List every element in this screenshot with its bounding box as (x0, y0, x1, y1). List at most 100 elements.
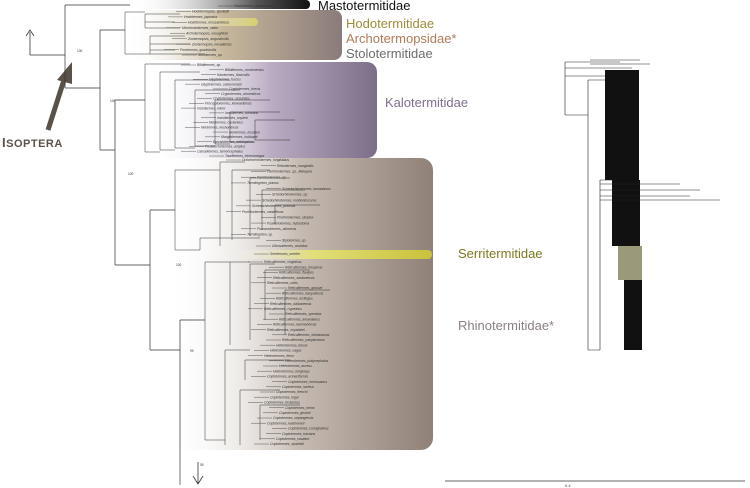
tip-label: Psammotermes_allocerus (257, 227, 296, 231)
tip-label: Reticulitermes_urbis (267, 281, 298, 285)
tip-label: Coptotermes_curvignathus (288, 427, 329, 431)
tip-label: Heterotermes_ferox (264, 354, 294, 358)
tip-label: Reticulitermes_kanmonensis (273, 323, 317, 327)
tip-label: Marginitermes_hubbardi (221, 135, 258, 139)
tip-label: Glossotermes_oculatus (272, 244, 308, 248)
tip-label: Coptotermes_vastator (276, 437, 310, 441)
tip-label: Serritermes_serrifer (270, 252, 301, 256)
tip-label: Glyptotermes_fuscus (209, 78, 241, 82)
tip-label: Hodotermes_japonica (184, 15, 217, 19)
tip-label: Microhodotermes_viator (182, 26, 219, 30)
family-mastotermitidae: Mastotermitidae (318, 0, 411, 13)
tip-label: Neotermes_koshunensis (201, 125, 239, 129)
tip-label: Procryptotermes_leewardensis (205, 102, 252, 106)
tip-label: Incisitermes_snyderi (217, 116, 248, 120)
tip-label: Heterotermes_tenuis (276, 343, 308, 347)
tip-label: Mastotermes_darwiniensis (234, 4, 274, 8)
tip-label: Kalotermes_flavicollis (217, 73, 250, 77)
tip-label: Coptotermes_niger (270, 395, 300, 399)
tip-label: Termitogeton_sp. (247, 233, 273, 237)
tip-label: Coptotermes_gestroi (279, 411, 311, 415)
tip-label: Reticulitermes_okinawanus (288, 333, 330, 337)
tip-label: Coptotermes_lacteus (282, 385, 314, 389)
tip-labels: Mastotermes_darwiniensisHodotermopsis_sj… (180, 4, 331, 446)
isoptera-arrow-head (57, 62, 72, 84)
serri-highlight (232, 250, 432, 259)
tip-label: Reticulitermes_clypeatus (264, 307, 302, 311)
tree-backbone (64, 4, 205, 485)
tip-label: Porotermes_quadricollis (180, 48, 217, 52)
support-rhino: 100 (128, 172, 134, 176)
rhino-subtree (204, 261, 330, 445)
tip-label: Reticulitermes_amamianus (279, 317, 320, 321)
tip-label: Reticulitermes_grassei (288, 286, 323, 290)
tip-label: Epicalotermes_aethiopicus (213, 140, 254, 144)
tip-label: Hodotermes_mossambicus (188, 21, 229, 25)
family-serritermitidae: Serritermitidae (458, 246, 543, 261)
support-deep: 100 (176, 263, 182, 267)
overview-tree (564, 59, 720, 351)
hodo-highlight (178, 18, 258, 26)
tip-label: Schedorhinotermes_medioobscurus (262, 198, 317, 202)
tip-label: Coptotermes_travians (282, 432, 315, 436)
tip-label: Cryptotermes_domesticus (221, 92, 261, 96)
tip-label: Termitogeton_planus (247, 181, 279, 185)
tip-label: Reticulitermes_banyulensis (282, 291, 324, 295)
support-kalo: 100 (110, 99, 116, 103)
tip-label: Tauritermes_triceromegas (225, 154, 265, 158)
family-archotermopsidae: Archotermopsidae* (346, 31, 457, 46)
top-subtree (124, 11, 205, 55)
tip-label: Postelectrotermes_amplus (205, 145, 245, 149)
masto-highlight (130, 0, 310, 9)
tip-label: Stolotermes_sp. (198, 53, 223, 57)
tip-label: Reticulitermes_balkanensis (270, 302, 312, 306)
tip-label: Coptotermes_sepangensis (273, 416, 314, 420)
tip-label: Coptotermes_formosanus (288, 380, 327, 384)
tip-label: Incisitermes_schwarzi (225, 111, 258, 115)
tip-label: Zootermopsis_nevadensis (191, 42, 232, 46)
tip-label: Stylotermes_sp. (282, 238, 306, 242)
tip-ticks (164, 5, 287, 445)
tip-label: Reticulitermes_speratus (285, 312, 322, 316)
tip-label: Cryptotermes_brevis (229, 87, 261, 91)
tip-label: Schedorhinotermes_sp. (272, 193, 308, 197)
tip-label: Heterotermes_longiceps (273, 369, 310, 373)
support-bottom: 55 (200, 463, 204, 467)
tip-label: Coptotermes_frenchi (276, 390, 308, 394)
tip-label: Calcaritermes_temnocephalus (197, 149, 243, 153)
kalo-box (145, 62, 377, 158)
tip-label: Schedorhinotermes_putorius (252, 204, 296, 208)
tip-label: Cryptotermes_secundus (213, 97, 250, 101)
isoptera-arrow (45, 79, 67, 131)
kalo-subtree (144, 63, 295, 153)
tip-label: Psammotermes_hybostoma (267, 221, 309, 225)
support-root: 100 (77, 49, 83, 53)
tip-label: Reticulitermes_lucifugus (276, 297, 313, 301)
tip-label: Neotermes_insularis (229, 130, 260, 134)
outgroup-arrow-head (25, 29, 35, 37)
family-rhinotermitidae: Rhinotermitidae* (458, 318, 555, 333)
tip-label: Reticulitermes_santonensis (273, 276, 315, 280)
tip-label: Parrhinotermes_sp. (257, 175, 287, 179)
tip-label: Coptotermes_kalshoveni (267, 421, 305, 425)
family-stolotermitidae: Stolotermitidae (346, 46, 433, 61)
family-hodotermitidae: Hodotermitidae (346, 16, 435, 31)
tip-label: Reticulitermes_hesperus (285, 265, 323, 269)
isoptera-label: ISOPTERA (2, 135, 63, 150)
tip-label: Coptotermes_testaceus (264, 401, 300, 405)
tip-label: Rhinotermes_marginalis (277, 164, 314, 168)
tip-label: Glyptotermes_satsumensis (201, 82, 242, 86)
tip-label: Parrhinotermes_sp._Malaysia (267, 170, 312, 174)
tip-label: Reticulitermes_miyatakei (267, 328, 305, 332)
mid-subtree (174, 161, 320, 251)
tip-label: Reticulitermes_virginicus (264, 260, 302, 264)
bottom-arrow (192, 462, 204, 485)
tip-label: Hodotermopsis_sjostedti (192, 10, 229, 14)
tip-label: Reticulitermes_yaeyamanus (282, 338, 325, 342)
tip-label: Dolichorhinotermes_longilabius (242, 158, 289, 162)
tip-label: Bifiditermes_condonensis (225, 68, 264, 72)
tip-label: Bifiditermes_sp. (197, 63, 221, 67)
tip-label: Prorhinotermes_simplex (277, 216, 314, 220)
scale-bar-value: 0.4 (565, 483, 571, 488)
